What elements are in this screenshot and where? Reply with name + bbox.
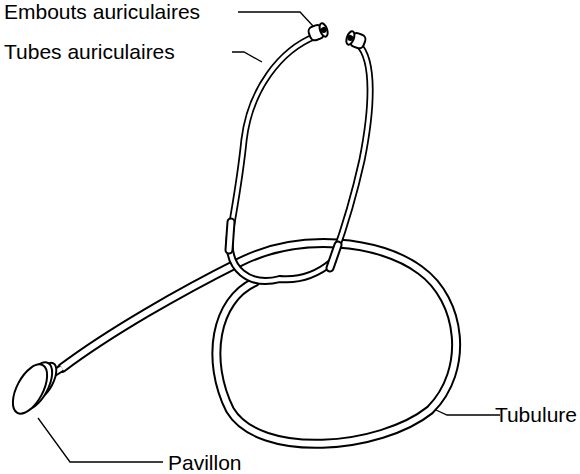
part-label: Tubes auriculaires [4, 40, 175, 64]
ear-tubes [229, 36, 370, 268]
earpieces [307, 22, 367, 49]
yoke [230, 235, 332, 281]
leader-lines [38, 12, 500, 462]
part-label: Tubulure [495, 403, 577, 427]
tubing [62, 243, 456, 444]
part-label: Pavillon [168, 451, 242, 474]
part-label: Embouts auriculaires [4, 0, 200, 24]
chestpiece [6, 357, 62, 419]
